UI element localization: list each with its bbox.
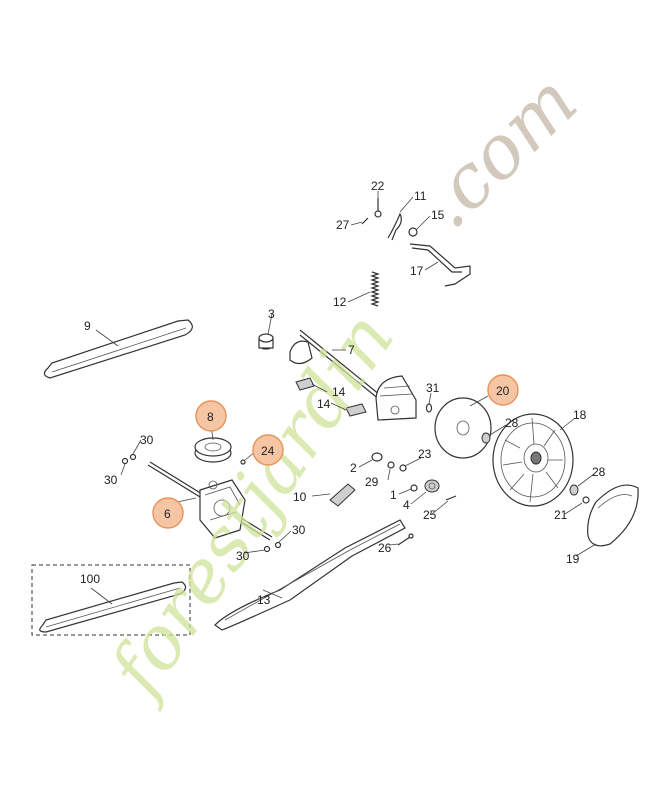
label-6[interactable]: 6 [164,507,171,521]
belt-kit-100[interactable] [31,564,191,636]
label-9[interactable]: 9 [84,319,91,333]
bearing-4[interactable] [424,479,440,493]
label-27[interactable]: 27 [336,218,350,232]
clip-14b[interactable] [345,403,367,417]
height-lever-17[interactable] [409,243,471,287]
lever-10[interactable] [329,483,356,507]
watermark-brand: forestjardin [91,297,411,714]
screw-22[interactable] [374,198,382,218]
highlight-20 [487,374,519,406]
label-19[interactable]: 19 [566,552,580,566]
label-12[interactable]: 12 [333,295,347,309]
washer-30a [121,457,129,465]
label-4[interactable]: 4 [403,498,410,512]
highlight-markers [152,374,519,529]
washer-29[interactable] [387,461,395,469]
nut-15[interactable] [408,227,418,237]
screw-25[interactable] [445,495,457,501]
pulley-8[interactable] [194,437,232,463]
handle-13[interactable] [214,519,406,631]
washer-21[interactable] [582,496,590,504]
label-11[interactable]: 11 [414,189,427,203]
label-1[interactable]: 1 [390,488,397,502]
rear-wheel-18[interactable] [492,413,574,507]
washer-31[interactable] [425,403,433,413]
label-13[interactable]: 13 [257,593,271,607]
label-14a[interactable]: 14 [332,385,346,399]
label-25[interactable]: 25 [423,508,437,522]
label-7[interactable]: 7 [348,343,355,357]
label-24[interactable]: 24 [261,444,275,458]
label-26[interactable]: 26 [378,541,392,555]
label-31[interactable]: 31 [426,381,440,395]
label-28b[interactable]: 28 [592,465,606,479]
drive-belt-9[interactable] [43,319,193,379]
gearbox-6[interactable] [199,479,246,539]
clip-14a[interactable] [295,377,315,391]
highlight-8 [195,400,227,432]
washer-30b [129,453,137,461]
label-22[interactable]: 22 [371,179,385,193]
label-29[interactable]: 29 [365,475,379,489]
label-17[interactable]: 17 [410,264,424,278]
bushing-28b[interactable] [569,484,579,496]
spacer-1[interactable] [410,484,418,492]
label-100[interactable]: 100 [80,572,100,586]
label-30d[interactable]: 30 [236,549,250,563]
label-3[interactable]: 3 [268,307,275,321]
label-30a[interactable]: 30 [140,433,154,447]
label-28a[interactable]: 28 [505,416,519,430]
washer-30d [274,541,282,549]
key-24[interactable] [240,459,246,465]
highlight-6 [152,497,184,529]
bushing-28a[interactable] [481,432,491,444]
spring-clip-11[interactable] [387,212,402,241]
label-18[interactable]: 18 [573,408,587,422]
label-15[interactable]: 15 [431,208,445,222]
washer-30c [263,545,271,553]
bolt-26[interactable] [397,533,414,546]
pin-27[interactable] [361,217,369,225]
label-10[interactable]: 10 [293,490,307,504]
bushing-2[interactable] [371,452,383,462]
highlight-24 [252,434,284,466]
label-30c[interactable]: 30 [292,523,306,537]
height-adjust-sector[interactable] [375,375,417,421]
cover-plate-20[interactable] [434,397,492,459]
label-2[interactable]: 2 [350,461,357,475]
hub-cap-19[interactable] [587,484,639,547]
label-8[interactable]: 8 [207,410,214,424]
part-labels: 9 100 13 26 10 6 8 24 20 30 30 30 30 3 7… [80,179,606,607]
axle-bracket-7[interactable] [289,329,381,401]
label-14b[interactable]: 14 [317,397,331,411]
label-23[interactable]: 23 [418,447,432,461]
label-21[interactable]: 21 [554,508,568,522]
bushing-3[interactable] [258,333,274,350]
label-20[interactable]: 20 [496,384,510,398]
bushing-23[interactable] [399,464,407,472]
spring-12[interactable] [370,271,380,307]
label-30b[interactable]: 30 [104,473,118,487]
